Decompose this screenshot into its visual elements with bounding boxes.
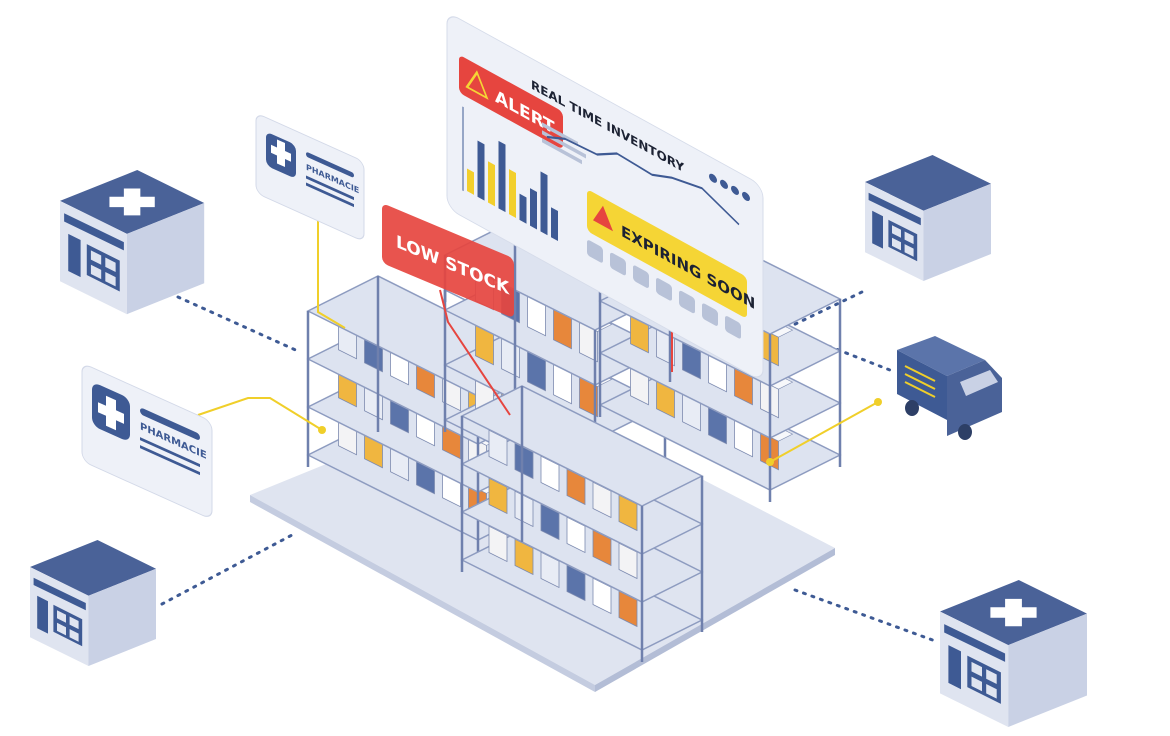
yellow-connectors: [197, 215, 879, 463]
connector-card-left: [197, 397, 323, 431]
mini-bar: [467, 168, 474, 195]
real-time-inventory-dashboard: REAL TIME INVENTORY ALERT EXPIRING SOON: [446, 16, 764, 378]
pharmacy-building-se: [940, 580, 1087, 727]
dotted-line-building-sw: [160, 533, 294, 606]
mini-bar: [509, 169, 516, 218]
warning-icon: [465, 70, 489, 100]
mini-bar: [488, 161, 495, 207]
connector-dot: [318, 426, 326, 434]
connector-truck: [769, 401, 879, 463]
connector-dot: [874, 398, 882, 406]
mini-bar: [530, 188, 537, 230]
mini-bar: [519, 193, 527, 224]
more-dots-icon[interactable]: [709, 172, 750, 203]
status-squares: [587, 240, 741, 339]
dotted-line-building-nw: [176, 295, 302, 354]
mini-bar: [540, 171, 548, 236]
warning-icon: [593, 205, 613, 232]
mini-bar: [477, 140, 485, 201]
dotted-line-building-se: [793, 588, 940, 644]
shelf-unit: [460, 385, 704, 662]
connector-dot: [766, 458, 774, 466]
mini-bar-chart: [467, 140, 558, 242]
connector-low-stock: [439, 289, 511, 416]
mini-bar: [498, 140, 506, 213]
delivery-truck-icon: [897, 336, 1002, 440]
connector-card-top: [317, 215, 346, 329]
pharmacy-card-1[interactable]: PHARMACIE: [255, 113, 365, 242]
pharmacy-building-sw: [30, 540, 156, 666]
pharmacy-building-nw: [60, 170, 205, 315]
mini-line-chart: [546, 135, 740, 226]
mini-bar: [551, 207, 558, 242]
pharmacy-building-ne: [865, 155, 991, 281]
pharmacy-card-2[interactable]: PHARMACIE: [81, 363, 213, 520]
